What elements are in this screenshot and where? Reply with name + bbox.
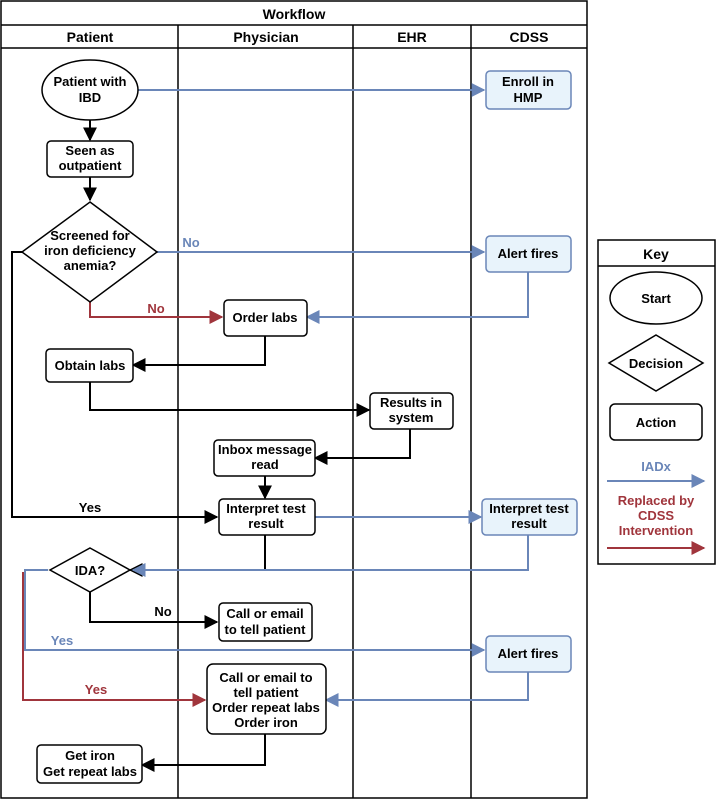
- node-text: result: [511, 516, 547, 531]
- node-text: Seen as: [65, 143, 114, 158]
- node-text: Patient with: [54, 74, 127, 89]
- node-alert-fires-2: Alert fires: [485, 635, 572, 673]
- node-text: Order iron: [234, 715, 298, 730]
- edge-obtain-to-results: [89, 382, 371, 417]
- node-text: Order repeat labs: [212, 700, 320, 715]
- label-ida-no: No: [154, 604, 171, 619]
- edge-ida-no: [89, 592, 219, 629]
- label-screen-no-red: No: [147, 301, 164, 316]
- edges: [11, 83, 529, 772]
- lane-header-ehr: EHR: [397, 29, 427, 45]
- node-text: HMP: [514, 90, 543, 105]
- lane-header-cdss: CDSS: [510, 29, 549, 45]
- node-text: Get repeat labs: [43, 764, 137, 779]
- key-start: Start: [609, 271, 703, 325]
- edge-ida-yes-red: [22, 572, 207, 707]
- node-text: tell patient: [233, 685, 299, 700]
- label-ida-yes-blue: Yes: [51, 633, 73, 648]
- node-text: Obtain labs: [55, 358, 126, 373]
- node-text: read: [251, 457, 279, 472]
- key-decision: Decision: [607, 334, 705, 392]
- node-text: Results in: [380, 395, 442, 410]
- key-title: Key: [643, 246, 669, 262]
- node-obtain-labs: Obtain labs: [45, 348, 134, 383]
- label-screen-no-blue: No: [182, 235, 199, 250]
- node-text: IBD: [79, 90, 101, 105]
- key-start-label: Start: [641, 291, 671, 306]
- key-decision-label: Decision: [629, 356, 683, 371]
- node-text: to tell patient: [225, 622, 307, 637]
- edge-results-to-inbox: [313, 429, 411, 465]
- key-replaced-label: CDSS: [638, 508, 674, 523]
- key-replaced-label: Replaced by: [618, 493, 695, 508]
- edge-alert2-to-call: [324, 672, 529, 707]
- node-text: Enroll in: [502, 74, 554, 89]
- edge-screen-no-red: [89, 302, 224, 324]
- node-text: Screened for: [50, 228, 129, 243]
- edge-labels: No No Yes No Yes Yes: [51, 235, 200, 697]
- key-action-label: Action: [636, 415, 677, 430]
- node-text: Inbox message: [218, 442, 312, 457]
- node-text: system: [389, 410, 434, 425]
- node-text: Call or email to: [219, 670, 312, 685]
- node-text: Interpret test: [226, 501, 306, 516]
- label-screen-yes: Yes: [79, 500, 101, 515]
- node-text: iron deficiency: [44, 243, 137, 258]
- edge-ida-yes-blue: [24, 569, 486, 657]
- node-ida-decision: IDA?: [48, 547, 132, 593]
- node-text: Alert fires: [498, 646, 559, 661]
- node-text: Order labs: [232, 310, 297, 325]
- key-iadx: IADx: [607, 459, 706, 488]
- edge-cdss-interpret-to-ida: [131, 535, 529, 577]
- lane-header-patient: Patient: [67, 29, 114, 45]
- edge-call-to-get-iron: [140, 734, 266, 772]
- key-iadx-label: IADx: [641, 459, 671, 474]
- node-text: IDA?: [75, 563, 105, 578]
- node-text: anemia?: [64, 258, 117, 273]
- workflow-title: Workflow: [263, 6, 326, 22]
- key-replaced-label: Intervention: [619, 523, 693, 538]
- node-text: Interpret test: [489, 501, 569, 516]
- node-text: Alert fires: [498, 246, 559, 261]
- key-action: Action: [609, 403, 703, 441]
- node-text: result: [248, 516, 284, 531]
- label-ida-yes-red: Yes: [85, 682, 107, 697]
- key-legend: Key Start Decision Action IADx Replaced …: [597, 239, 716, 565]
- node-text: outpatient: [59, 158, 122, 173]
- node-alert-fires-1: Alert fires: [485, 235, 572, 273]
- edge-alert-to-orderlabs: [305, 272, 529, 324]
- node-order-labs: Order labs: [223, 299, 308, 337]
- edge-screen-yes: [11, 251, 219, 524]
- lane-header-physician: Physician: [233, 29, 298, 45]
- node-text: Get iron: [65, 748, 115, 763]
- node-text: Call or email: [226, 606, 303, 621]
- edge-orderlabs-to-obtain: [131, 336, 266, 372]
